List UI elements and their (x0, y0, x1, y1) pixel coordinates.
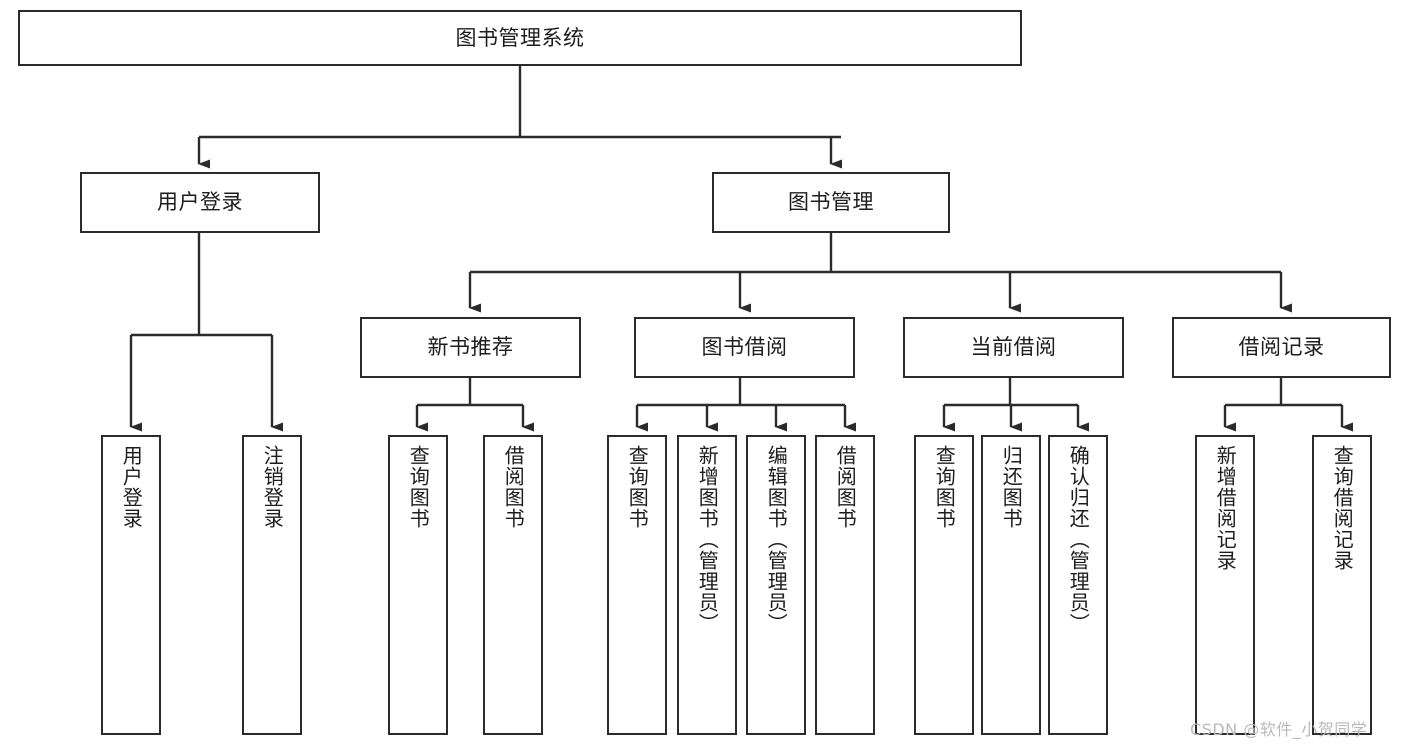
node-label: 借阅图书 (501, 445, 526, 529)
leaf-current-borrow-query[interactable]: 查询图书 (914, 435, 974, 735)
node-label: 借阅记录 (1238, 335, 1325, 360)
leaf-user-login-login[interactable]: 用户登录 (101, 435, 161, 735)
node-label: 用户登录 (119, 445, 144, 529)
node-label: 新书推荐 (427, 335, 514, 360)
node-label: 当前借阅 (970, 335, 1057, 360)
leaf-book-borrow-add[interactable]: 新增图书（管理员） (677, 435, 737, 735)
node-label: 新增图书（管理员） (695, 445, 720, 634)
node-new-book-recommend[interactable]: 新书推荐 (360, 317, 581, 378)
leaf-new-book-borrow[interactable]: 借阅图书 (483, 435, 543, 735)
node-borrow-record[interactable]: 借阅记录 (1172, 317, 1391, 378)
node-user-login[interactable]: 用户登录 (80, 172, 320, 233)
node-label: 归还图书 (999, 445, 1024, 529)
node-label: 图书借阅 (701, 335, 788, 360)
node-label: 注销登录 (260, 445, 285, 529)
node-book-borrow[interactable]: 图书借阅 (634, 317, 855, 378)
watermark: CSDN @软件_小贺同学 (1190, 720, 1368, 739)
leaf-book-borrow-query[interactable]: 查询图书 (607, 435, 667, 735)
node-label: 查询图书 (932, 445, 957, 529)
node-label: 确认归还（管理员） (1066, 445, 1091, 634)
leaf-book-borrow-edit[interactable]: 编辑图书（管理员） (746, 435, 806, 735)
leaf-borrow-record-add[interactable]: 新增借阅记录 (1195, 435, 1255, 735)
leaf-book-borrow-borrow[interactable]: 借阅图书 (815, 435, 875, 735)
node-label: 新增借阅记录 (1213, 445, 1238, 571)
node-label: 用户登录 (157, 190, 243, 215)
node-label: 查询借阅记录 (1330, 445, 1355, 571)
node-label: 图书管理系统 (455, 25, 585, 50)
node-label: 查询图书 (406, 445, 431, 529)
node-label: 编辑图书（管理员） (764, 445, 789, 634)
node-current-borrow[interactable]: 当前借阅 (903, 317, 1124, 378)
node-label: 查询图书 (625, 445, 650, 529)
leaf-current-borrow-return[interactable]: 归还图书 (981, 435, 1041, 735)
node-root-system[interactable]: 图书管理系统 (18, 10, 1022, 66)
leaf-borrow-record-query[interactable]: 查询借阅记录 (1312, 435, 1372, 735)
leaf-current-borrow-confirm-return[interactable]: 确认归还（管理员） (1048, 435, 1108, 735)
leaf-new-book-query[interactable]: 查询图书 (388, 435, 448, 735)
leaf-user-login-logout[interactable]: 注销登录 (242, 435, 302, 735)
node-label: 借阅图书 (833, 445, 858, 529)
node-label: 图书管理 (788, 190, 874, 215)
node-book-management[interactable]: 图书管理 (712, 172, 950, 233)
